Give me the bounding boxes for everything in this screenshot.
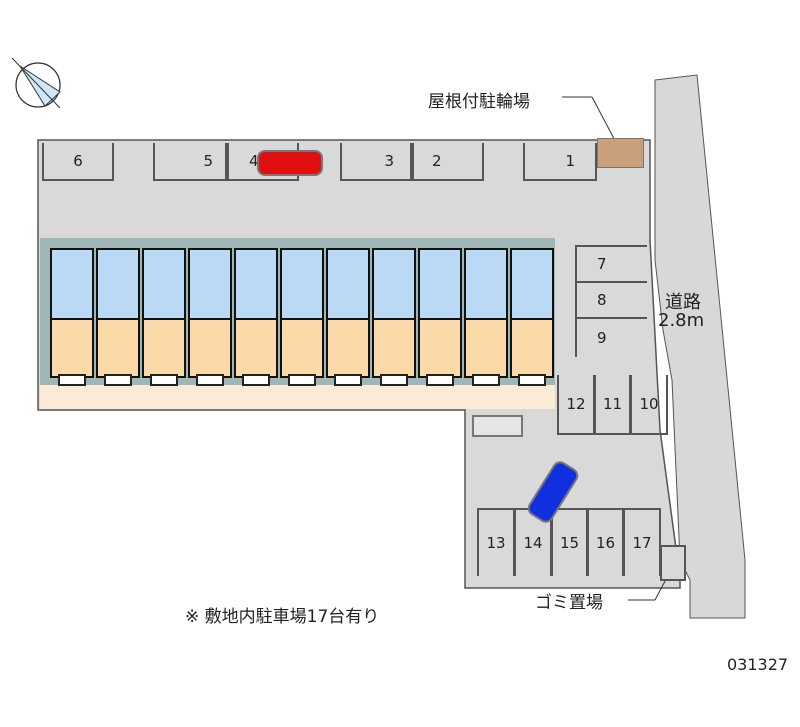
slot-number: 16 <box>595 534 616 552</box>
unit-room <box>512 320 552 376</box>
parking-slot-1[interactable]: 1 <box>523 143 597 181</box>
slot-number: 3 <box>384 152 394 170</box>
garbage-label: ゴミ置場 <box>535 593 603 613</box>
slot-number: 9 <box>597 329 607 347</box>
unit-balcony <box>288 374 316 386</box>
apartment-unit <box>96 248 140 386</box>
unit-wet-area <box>420 250 460 320</box>
parking-slot-7[interactable]: 7 <box>575 245 647 283</box>
slot-number: 5 <box>203 152 213 170</box>
apartment-unit <box>188 248 232 386</box>
road-width-label: 2.8m <box>658 310 705 331</box>
unit-balcony <box>58 374 86 386</box>
slot-number: 15 <box>559 534 580 552</box>
slot-number: 11 <box>602 395 623 413</box>
unit-room <box>328 320 368 376</box>
unit-wet-area <box>236 250 276 320</box>
unit-wet-area <box>144 250 184 320</box>
unit-room <box>144 320 184 376</box>
walkway <box>472 415 523 437</box>
unit-balcony <box>104 374 132 386</box>
garbage-area <box>660 545 686 581</box>
unit-wet-area <box>98 250 138 320</box>
unit-room <box>236 320 276 376</box>
unit-wet-area <box>190 250 230 320</box>
parking-slot-10[interactable]: 10 <box>630 375 668 435</box>
unit-room <box>190 320 230 376</box>
slot-number: 1 <box>565 152 575 170</box>
unit-balcony <box>380 374 408 386</box>
slot-number: 12 <box>566 395 586 413</box>
unit-balcony <box>472 374 500 386</box>
slot-number: 6 <box>73 152 83 170</box>
unit-room <box>420 320 460 376</box>
slot-number: 7 <box>597 255 607 273</box>
unit-balcony <box>518 374 546 386</box>
slot-number: 17 <box>632 534 652 552</box>
building-strip <box>40 385 555 409</box>
slot-number: 2 <box>432 152 442 170</box>
apartment-unit <box>280 248 324 386</box>
property-code: 031327 <box>727 655 789 674</box>
parking-slot-6[interactable]: 6 <box>42 143 114 181</box>
slot-number: 4 <box>249 152 259 170</box>
unit-room <box>374 320 414 376</box>
apartment-unit <box>418 248 462 386</box>
parking-slot-15[interactable]: 15 <box>551 508 588 576</box>
unit-wet-area <box>512 250 552 320</box>
unit-wet-area <box>466 250 506 320</box>
parking-note: ※ 敷地内駐車場17台有り <box>185 607 380 627</box>
slot-number: 8 <box>597 291 607 309</box>
apartment-unit <box>326 248 370 386</box>
unit-room <box>98 320 138 376</box>
parking-slot-5[interactable]: 5 <box>153 143 227 181</box>
road-name-label: 道路 <box>665 292 701 313</box>
apartment-unit <box>372 248 416 386</box>
unit-wet-area <box>52 250 92 320</box>
apartment-unit <box>464 248 508 386</box>
unit-balcony <box>196 374 224 386</box>
parking-slot-16[interactable]: 16 <box>587 508 624 576</box>
parking-slot-17[interactable]: 17 <box>623 508 661 576</box>
apartment-unit <box>142 248 186 386</box>
parking-slot-8[interactable]: 8 <box>575 283 647 319</box>
apartment-unit <box>234 248 278 386</box>
bike-shelter <box>597 138 644 168</box>
slot-number: 13 <box>486 534 506 552</box>
slot-number: 10 <box>639 395 659 413</box>
unit-wet-area <box>374 250 414 320</box>
parking-slot-13[interactable]: 13 <box>477 508 515 576</box>
unit-balcony <box>150 374 178 386</box>
apartment-unit <box>50 248 94 386</box>
unit-balcony <box>334 374 362 386</box>
unit-room <box>466 320 506 376</box>
unit-room <box>52 320 92 376</box>
road <box>654 74 746 619</box>
car-red-icon <box>257 150 323 176</box>
parking-slot-2[interactable]: 2 <box>412 143 484 181</box>
parking-slot-12[interactable]: 12 <box>557 375 595 435</box>
unit-balcony <box>426 374 454 386</box>
apartment-unit <box>510 248 554 386</box>
slot-number: 14 <box>523 534 543 552</box>
parking-slot-9[interactable]: 9 <box>575 319 647 357</box>
unit-balcony <box>242 374 270 386</box>
unit-wet-area <box>282 250 322 320</box>
parking-slot-11[interactable]: 11 <box>594 375 631 435</box>
unit-wet-area <box>328 250 368 320</box>
unit-room <box>282 320 322 376</box>
compass-icon <box>11 57 61 109</box>
parking-slot-3[interactable]: 3 <box>340 143 412 181</box>
bike-shelter-label: 屋根付駐輪場 <box>428 92 530 112</box>
